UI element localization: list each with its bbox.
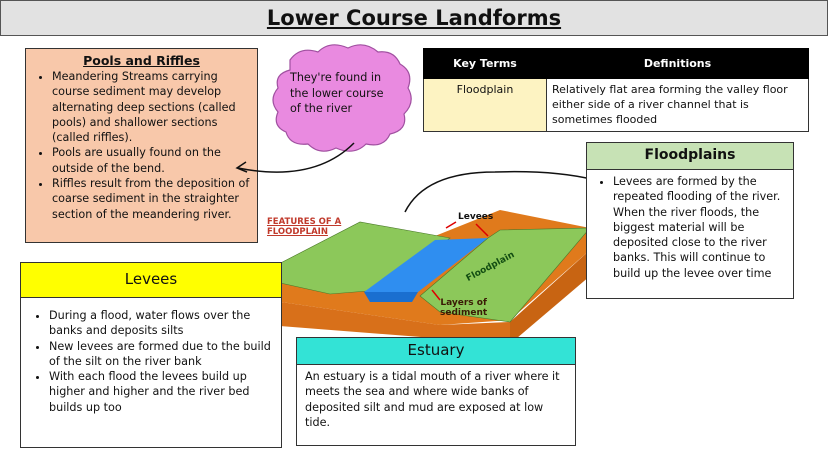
page-title: Lower Course Landforms [0, 0, 828, 36]
definition-cell: Relatively flat area forming the valley … [546, 78, 809, 132]
levees-box: Levees During a flood, water flows over … [20, 262, 282, 448]
estuary-box: Estuary An estuary is a tidal mouth of a… [296, 337, 576, 446]
title-text: Lower Course Landforms [266, 6, 562, 30]
table-header: Key Terms [423, 48, 547, 79]
list-item: During a flood, water flows over the ban… [49, 308, 275, 339]
estuary-text: An estuary is a tidal mouth of a river w… [305, 370, 560, 429]
pools-heading: Pools and Riffles [83, 53, 200, 68]
table-header: Definitions [546, 48, 809, 79]
estuary-heading: Estuary [297, 338, 575, 365]
levees-heading: Levees [21, 263, 281, 298]
list-item: New levees are formed due to the build o… [49, 339, 275, 370]
diagram-title-line: FLOODPLAIN [267, 227, 328, 237]
cloud-note: They're found in the lower course of the… [290, 71, 384, 115]
pools-riffles-box: Pools and Riffles Meandering Streams car… [25, 48, 258, 243]
floodplain-diagram [266, 210, 591, 344]
list-item: Meandering Streams carrying course sedim… [52, 69, 253, 145]
diagram-title-line: FEATURES OF A [267, 217, 342, 227]
levees-label: Levees [458, 212, 494, 222]
floodplains-heading: Floodplains [587, 143, 793, 170]
floodplains-box: Floodplains Levees are formed by the rep… [586, 142, 794, 299]
list-item: With each flood the levees build up high… [49, 369, 275, 415]
layers-line: Layers of [440, 298, 487, 308]
list-item: Pools are usually found on the outside o… [52, 145, 253, 176]
cloud-shape [272, 44, 412, 152]
layers-line: sediment [440, 308, 488, 318]
list-item: Riffles result from the deposition of co… [52, 176, 253, 222]
term-cell: Floodplain [423, 78, 547, 132]
list-item: Levees are formed by the repeated floodi… [613, 174, 787, 281]
